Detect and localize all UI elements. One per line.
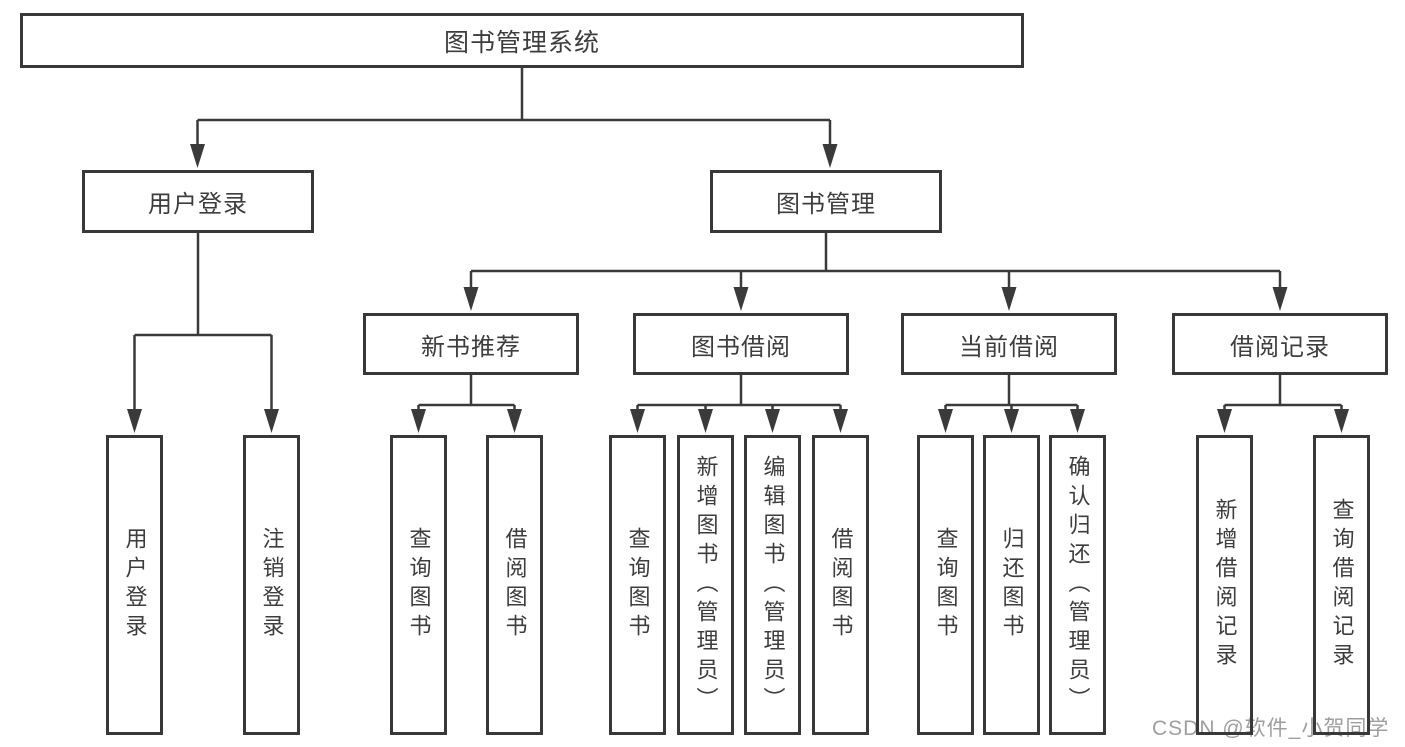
leaf-label: 查询图书 (933, 527, 959, 643)
node-book-management-branch: 图书管理 (710, 170, 942, 233)
leaf-confirm-return-admin: 确认归还（管理员） (1049, 435, 1106, 735)
node-library-management-system: 图书管理系统 (20, 13, 1024, 68)
node-user-login-branch: 用户登录 (82, 170, 314, 233)
node-current-borrowing: 当前借阅 (901, 313, 1117, 375)
leaf-label: 编辑图书（管理员） (760, 454, 786, 716)
leaf-return-books: 归还图书 (983, 435, 1040, 735)
leaf-add-borrow-record: 新增借阅记录 (1196, 435, 1253, 735)
leaf-edit-books-admin: 编辑图书（管理员） (744, 435, 801, 735)
leaf-query-borrow-record: 查询借阅记录 (1313, 435, 1370, 735)
leaf-label: 查询图书 (406, 527, 432, 643)
leaf-add-books-admin: 新增图书（管理员） (677, 435, 734, 735)
node-borrowing-records: 借阅记录 (1172, 313, 1388, 375)
node-book-borrowing: 图书借阅 (633, 313, 849, 375)
leaf-label: 用户登录 (122, 527, 148, 643)
leaf-borrow-books-recommend: 借阅图书 (486, 435, 543, 735)
leaf-logout: 注销登录 (243, 435, 300, 735)
leaf-label: 新增借阅记录 (1212, 498, 1238, 672)
leaf-query-books-borrow: 查询图书 (609, 435, 666, 735)
leaf-query-books-recommend: 查询图书 (390, 435, 447, 735)
leaf-label: 归还图书 (999, 527, 1025, 643)
leaf-label: 借阅图书 (828, 527, 854, 643)
leaf-label: 注销登录 (259, 527, 285, 643)
leaf-user-login: 用户登录 (106, 435, 163, 735)
node-new-book-recommendation: 新书推荐 (363, 313, 579, 375)
leaf-label: 确认归还（管理员） (1065, 454, 1091, 716)
leaf-label: 新增图书（管理员） (693, 454, 719, 716)
leaf-query-books-current: 查询图书 (917, 435, 974, 735)
leaf-label: 查询图书 (625, 527, 651, 643)
leaf-borrow-books: 借阅图书 (812, 435, 869, 735)
leaf-label: 借阅图书 (502, 527, 528, 643)
leaf-label: 查询借阅记录 (1329, 498, 1355, 672)
